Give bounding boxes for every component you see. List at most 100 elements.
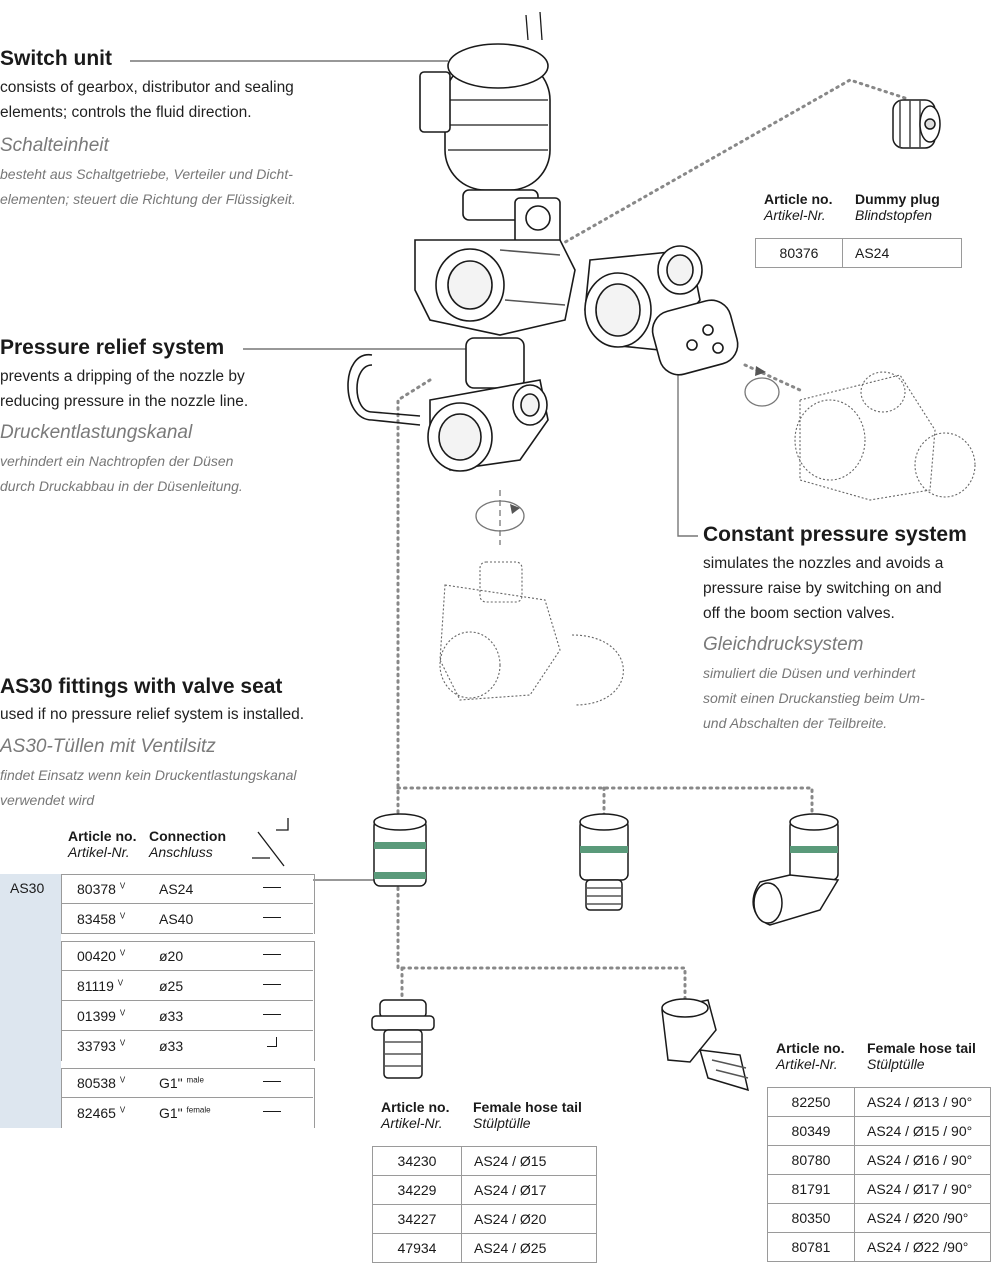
name-cell: AS24 / Ø13 / 90° <box>854 1087 991 1117</box>
article-mark: V <box>119 948 126 958</box>
connector-hose-tails <box>396 886 687 1002</box>
straight-shape-icon <box>263 984 281 985</box>
as30-de-description: findet Einsatz wenn kein Druckentlastung… <box>0 763 297 813</box>
table-row: 80538 V G1" male <box>61 1068 313 1098</box>
hose-tail-straight-header-article: Article no. Artikel-Nr. <box>381 1099 449 1131</box>
rotation-arrows <box>475 377 780 545</box>
as30-description: used if no pressure relief system is ins… <box>0 706 305 723</box>
article-number: 33793 <box>77 1038 116 1054</box>
pressure-relief-description: prevents a dripping of the nozzle by red… <box>0 364 248 414</box>
hose-tail-straight-header-name: Female hose tail Stülptülle <box>473 1099 582 1131</box>
connection-cell: G1" male <box>159 1075 204 1091</box>
connection-cell: ø20 <box>159 948 184 964</box>
fittings-header-connection: Connection Anschluss <box>149 828 226 860</box>
article-cell: 47934 <box>372 1233 462 1263</box>
header-label: Dummy plug <box>855 191 940 207</box>
article-mark: V <box>119 881 126 891</box>
header-label: Article no. <box>68 828 137 844</box>
dummy-plug-header-name: Dummy plug Blindstopfen <box>855 191 940 223</box>
table-row: 80376 AS24 <box>755 238 962 268</box>
article-cell: 00420 V <box>77 948 125 964</box>
straight-shape-icon <box>263 1014 281 1015</box>
switch-unit-desc-line: elements; controls the fluid direction. <box>0 104 252 121</box>
article-cell: 83458 V <box>77 911 125 927</box>
header-label-de: Artikel-Nr. <box>764 207 826 223</box>
constant-pressure-title: Constant pressure system <box>703 523 967 546</box>
article-mark: V <box>119 1038 126 1048</box>
header-label-de: Artikel-Nr. <box>68 844 130 860</box>
dummy-plug-table: 80376 AS24 <box>755 238 962 268</box>
header-label-de: Blindstopfen <box>855 207 933 223</box>
elbow-shape-icon <box>267 1037 277 1047</box>
table-row: 82465 V G1" female <box>61 1098 313 1127</box>
connection-gender: female <box>186 1105 211 1115</box>
table-row: 81119 V ø25 <box>61 971 313 1001</box>
hose-tail-drawings <box>371 998 750 1092</box>
name-cell: AS24 / Ø17 <box>461 1175 597 1205</box>
as30-de-line: verwendet wird <box>0 792 95 808</box>
name-cell: AS24 / Ø15 <box>461 1146 597 1176</box>
connection-cell: AS40 <box>159 911 194 927</box>
hose-tail-elbow-header-article: Article no. Artikel-Nr. <box>776 1040 844 1072</box>
header-label: Article no. <box>764 191 833 207</box>
distributor-drawing <box>414 239 576 336</box>
pressure-relief-desc-line: prevents a dripping of the nozzle by <box>0 368 245 385</box>
connection-gender: male <box>186 1075 204 1085</box>
switch-unit-de-title: Schalteinheit <box>0 135 109 156</box>
article-cell: 82465 V <box>77 1105 125 1121</box>
fittings-group <box>61 941 315 1061</box>
article-number: 83458 <box>77 911 116 927</box>
article-mark: V <box>119 1008 126 1018</box>
name-cell: AS24 / Ø22 /90° <box>854 1232 991 1262</box>
pressure-relief-de-description: verhindert ein Nachtropfen der Düsen dur… <box>0 449 243 499</box>
constant-pressure-desc-line: off the boom section valves. <box>703 605 895 622</box>
connection-cell: AS24 <box>159 881 194 897</box>
article-cell: 80781 <box>767 1232 855 1262</box>
article-cell: 01399 V <box>77 1008 125 1024</box>
header-label-de: Artikel-Nr. <box>776 1056 838 1072</box>
header-label-de: Artikel-Nr. <box>381 1115 443 1131</box>
constant-pressure-desc-line: pressure raise by switching on and <box>703 580 942 597</box>
table-row: 01399 V ø33 <box>61 1001 313 1031</box>
name-cell: AS24 / Ø20 /90° <box>854 1203 991 1233</box>
article-cell: 81791 <box>767 1174 855 1204</box>
article-cell: 82250 <box>767 1087 855 1117</box>
pressure-relief-de-line: verhindert ein Nachtropfen der Düsen <box>0 453 234 469</box>
switch-unit-desc-line: consists of gearbox, distributor and sea… <box>0 79 294 96</box>
name-cell: AS24 / Ø25 <box>461 1233 597 1263</box>
switch-unit-de-line: besteht aus Schaltgetriebe, Verteiler un… <box>0 166 293 182</box>
connector-main <box>396 378 432 820</box>
name-cell: AS24 <box>842 238 962 268</box>
straight-shape-icon <box>263 1081 281 1082</box>
switch-unit-drawing <box>419 11 561 249</box>
header-label: Connection <box>149 828 226 844</box>
connection-cell: ø25 <box>159 978 184 994</box>
connection-value: G1" <box>159 1075 183 1091</box>
article-number: 80378 <box>77 881 116 897</box>
as30-label-band <box>0 874 61 1128</box>
article-number: 81119 <box>77 978 114 994</box>
table-row: 00420 V ø20 <box>61 941 313 971</box>
as30-title: AS30 fittings with valve seat <box>0 675 283 698</box>
header-label: Article no. <box>776 1040 845 1056</box>
constant-pressure-de-line: und Abschalten der Teilbreite. <box>703 715 888 731</box>
article-cell: 80350 <box>767 1203 855 1233</box>
pressure-relief-drawing <box>347 337 549 472</box>
connection-shape-legend <box>252 818 289 867</box>
switch-unit-title: Switch unit <box>0 47 112 70</box>
article-mark: V <box>119 1075 126 1085</box>
name-cell: AS24 / Ø16 / 90° <box>854 1145 991 1175</box>
article-number: 80538 <box>77 1075 116 1091</box>
fittings-group <box>61 1068 315 1128</box>
header-label-de: Anschluss <box>149 844 213 860</box>
article-cell: 80378 V <box>77 881 125 897</box>
name-cell: AS24 / Ø15 / 90° <box>854 1116 991 1146</box>
fittings-label-as30: AS30 <box>10 880 45 896</box>
